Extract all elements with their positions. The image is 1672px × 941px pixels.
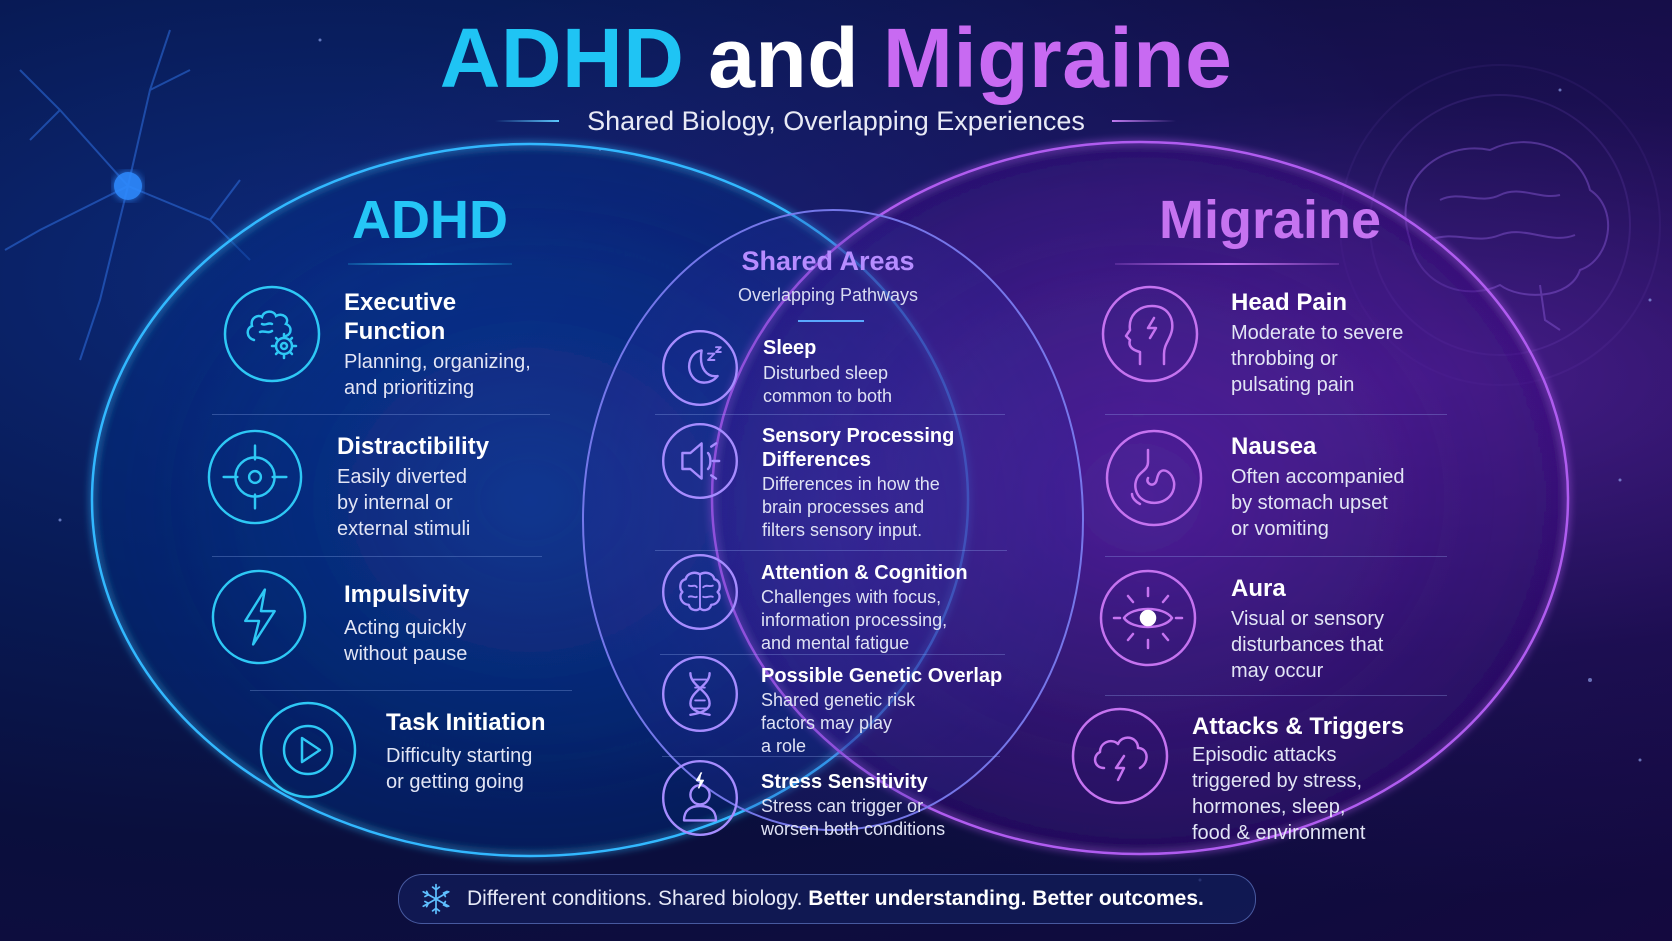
- subtitle-rule-right: [1112, 120, 1176, 122]
- divider: [655, 550, 1007, 551]
- adhd-item-task-initiation: Task Initiation Difficulty starting or g…: [386, 708, 596, 795]
- head-pain-icon: [1100, 284, 1200, 384]
- item-desc: Disturbed sleep common to both: [763, 363, 893, 406]
- subtitle-rule-left: [495, 120, 559, 122]
- item-title: Possible Genetic Overlap: [761, 665, 1003, 687]
- divider: [250, 690, 572, 691]
- item-title: Distractibility: [337, 433, 490, 460]
- storm-cloud-icon: [1070, 706, 1170, 806]
- footer-bold: Better understanding. Better outcomes.: [808, 887, 1204, 910]
- title-adhd: ADHD: [439, 11, 685, 105]
- shared-circle: [582, 209, 1084, 831]
- brain-gear-icon: [222, 284, 322, 384]
- item-desc: Stress can trigger or worsen both condit…: [761, 796, 946, 839]
- migraine-item-attacks-triggers: Attacks & Triggers Episodic attacks trig…: [1192, 712, 1442, 846]
- item-desc: Visual or sensory disturbances that may …: [1231, 608, 1385, 682]
- moon-sleep-icon: [660, 328, 740, 408]
- item-title: Stress Sensitivity: [761, 771, 928, 793]
- shared-item-genetic-overlap: Possible Genetic Overlap Shared genetic …: [761, 664, 1011, 758]
- adhd-item-impulsivity: Impulsivity Acting quickly without pause: [344, 580, 544, 667]
- adhd-heading-rule: [348, 263, 512, 265]
- item-desc: Easily diverted by internal or external …: [337, 466, 471, 540]
- play-button-icon: [258, 700, 358, 800]
- item-title: Attention & Cognition: [761, 562, 968, 584]
- adhd-item-distractibility: Distractibility Easily diverted by inter…: [337, 432, 547, 542]
- migraine-item-aura: Aura Visual or sensory disturbances that…: [1231, 574, 1461, 684]
- item-title: Nausea: [1231, 433, 1317, 460]
- item-desc: Episodic attacks triggered by stress, ho…: [1192, 744, 1366, 844]
- divider: [662, 756, 1000, 757]
- target-icon: [206, 428, 304, 526]
- shared-item-sleep: Sleep Disturbed sleep common to both: [763, 336, 973, 408]
- item-desc: Shared genetic risk factors may play a r…: [761, 690, 916, 756]
- footer-text: Different conditions. Shared biology. Be…: [467, 886, 1204, 912]
- shared-item-stress-sensitivity: Stress Sensitivity Stress can trigger or…: [761, 770, 1001, 841]
- item-title: Head Pain: [1231, 289, 1348, 316]
- migraine-item-head-pain: Head Pain Moderate to severe throbbing o…: [1231, 288, 1461, 398]
- title-and: and: [708, 11, 860, 105]
- divider: [1105, 556, 1447, 557]
- shared-subheading: Overlapping Pathways: [737, 285, 919, 305]
- footer-banner: Different conditions. Shared biology. Be…: [398, 874, 1256, 924]
- migraine-heading-rule: [1115, 263, 1339, 265]
- divider: [1105, 414, 1447, 415]
- neuron-core: [114, 172, 142, 200]
- item-title: Sensory Processing Differences: [762, 425, 955, 471]
- divider: [212, 414, 550, 415]
- divider: [1105, 695, 1447, 696]
- lightning-bolt-icon: [210, 568, 308, 666]
- dna-icon: [660, 654, 740, 734]
- adhd-item-executive-function: Executive Function Planning, organizing,…: [344, 288, 544, 401]
- item-title: Impulsivity: [344, 581, 470, 608]
- item-desc: Challenges with focus, information proce…: [761, 587, 948, 653]
- migraine-heading: Migraine: [1158, 190, 1382, 250]
- shared-item-sensory-processing: Sensory Processing Differences Differenc…: [762, 424, 1002, 542]
- adhd-heading: ADHD: [352, 190, 508, 250]
- item-desc: Planning, organizing, and prioritizing: [344, 351, 531, 399]
- page-title: ADHD and Migraine: [0, 8, 1672, 108]
- item-desc: Acting quickly without pause: [344, 617, 468, 665]
- brain-icon: [660, 552, 740, 632]
- footer-plain: Different conditions. Shared biology.: [467, 887, 803, 910]
- subtitle: Shared Biology, Overlapping Experiences: [587, 106, 1085, 136]
- eye-aura-icon: [1098, 568, 1198, 668]
- stomach-icon: [1104, 428, 1204, 528]
- stressed-person-icon: [660, 758, 740, 838]
- item-desc: Difficulty starting or getting going: [386, 745, 533, 793]
- item-title: Sleep: [763, 337, 817, 359]
- divider: [655, 414, 1005, 415]
- shared-item-attention-cognition: Attention & Cognition Challenges with fo…: [761, 561, 1001, 655]
- item-title: Task Initiation: [386, 709, 546, 736]
- divider: [660, 654, 1005, 655]
- snowflake-icon: [419, 882, 453, 916]
- divider: [212, 556, 542, 557]
- migraine-item-nausea: Nausea Often accompanied by stomach upse…: [1231, 432, 1461, 542]
- shared-heading: Shared Areas: [741, 246, 915, 276]
- item-title: Aura: [1231, 575, 1286, 602]
- item-desc: Moderate to severe throbbing or pulsatin…: [1231, 322, 1404, 396]
- item-desc: Differences in how the brain processes a…: [762, 474, 940, 540]
- item-title: Attacks & Triggers: [1192, 713, 1405, 740]
- item-title: Executive Function: [344, 289, 457, 345]
- title-migraine: Migraine: [882, 11, 1233, 105]
- speaker-icon: [660, 421, 740, 501]
- shared-heading-rule: [798, 320, 864, 322]
- item-desc: Often accompanied by stomach upset or vo…: [1231, 466, 1405, 540]
